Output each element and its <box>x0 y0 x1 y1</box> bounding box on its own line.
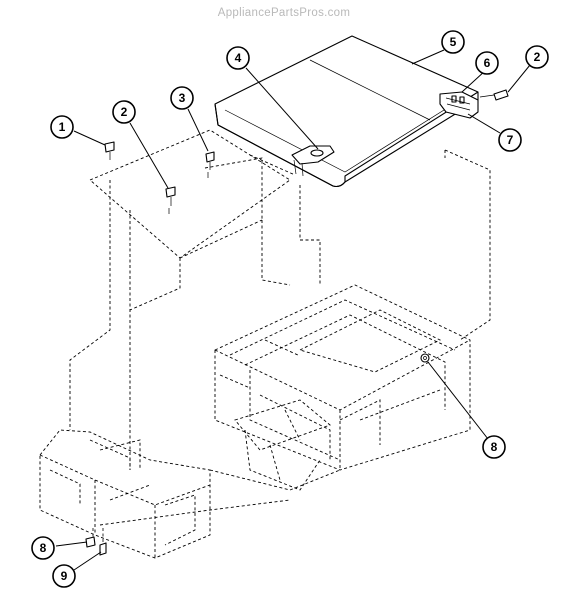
callout-4: 4 <box>226 46 250 70</box>
ghost-panel-outline <box>69 129 491 470</box>
callout-label-2-lid: 2 <box>534 50 541 64</box>
callout-7: 7 <box>498 128 522 152</box>
callout-label-8-base: 8 <box>40 541 47 555</box>
callout-label-1: 1 <box>59 120 66 134</box>
callout-label-8-chassis: 8 <box>491 440 498 454</box>
callout-label-9: 9 <box>61 569 68 583</box>
callout-3: 3 <box>170 86 194 110</box>
callout-9: 9 <box>52 564 76 588</box>
callout-label-2: 2 <box>121 105 128 119</box>
callout-label-7: 7 <box>507 133 514 147</box>
leader-lines <box>55 49 531 571</box>
callout-1: 1 <box>50 115 74 139</box>
callout-8-base: 8 <box>31 536 55 560</box>
watermark-text: AppliancePartsPros.com <box>218 7 351 19</box>
callout-2: 2 <box>112 100 136 124</box>
callout-8-chassis: 8 <box>482 435 506 459</box>
base-frame <box>39 284 471 559</box>
callout-6: 6 <box>475 51 499 75</box>
lid-assembly <box>214 35 509 188</box>
callout-2-lid: 2 <box>525 45 549 69</box>
fasteners <box>85 353 430 556</box>
callout-5: 5 <box>441 30 465 54</box>
callout-label-3: 3 <box>179 91 186 105</box>
callout-label-6: 6 <box>484 56 491 70</box>
top-panel-screws <box>104 141 215 214</box>
callout-label-4: 4 <box>235 51 242 65</box>
callout-label-5: 5 <box>450 35 457 49</box>
